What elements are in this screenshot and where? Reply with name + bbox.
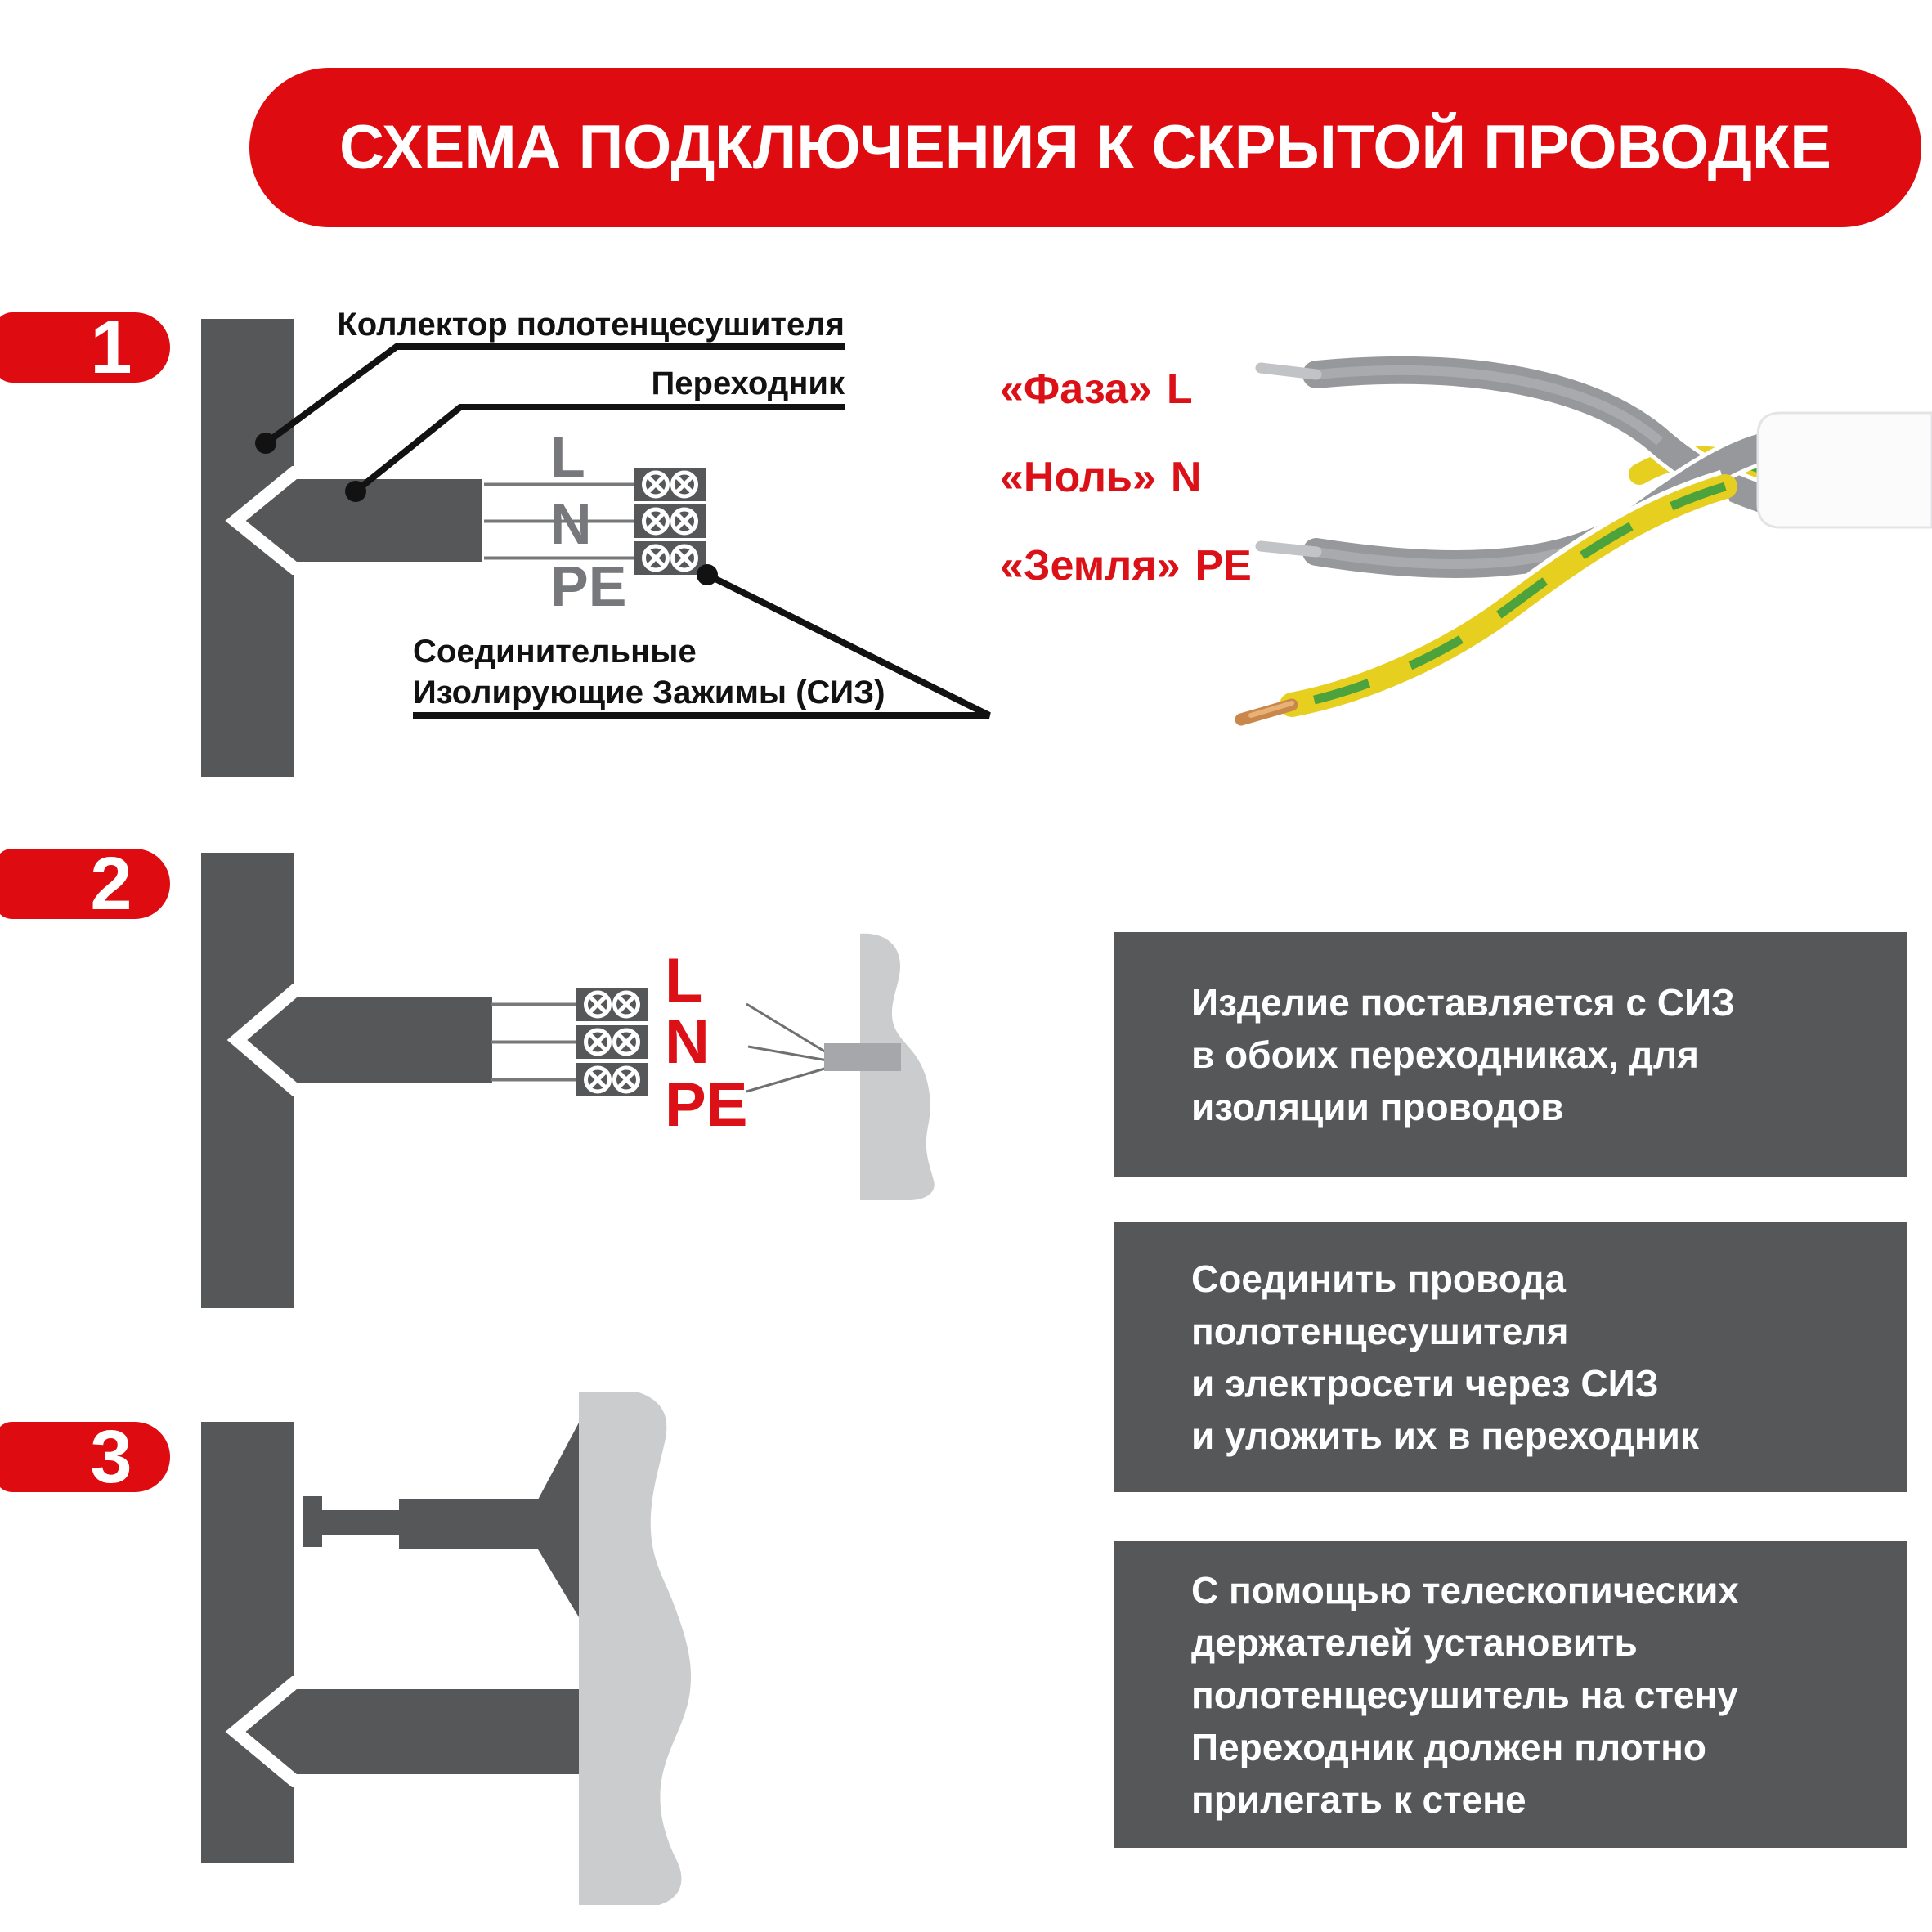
- note-line: Изделие поставляется с СИЗ: [1191, 981, 1735, 1024]
- callout-collector-dot: [255, 433, 276, 454]
- earth-code: PE: [1195, 542, 1252, 589]
- step2-number: 2: [90, 842, 132, 926]
- holder-body: [399, 1499, 538, 1549]
- siz-clamp-l-icon: [634, 468, 706, 501]
- neutral-bare-tip: [1255, 540, 1322, 558]
- step1-diagram: L N PE Коллектор полотенцесушителя Перех…: [201, 307, 991, 777]
- note-box-3: С помощью телескопических держателей уст…: [1114, 1541, 1907, 1848]
- siz-clamp-n-icon: [634, 504, 706, 538]
- cable-photo: [1235, 352, 1932, 726]
- step2-diagram: L N PE: [201, 853, 935, 1308]
- callout-adapter-line: [353, 404, 845, 495]
- callout-siz-line2: Изолирующие Зажимы (СИЗ): [413, 675, 885, 710]
- note-box-1: Изделие поставляется с СИЗ в обоих перех…: [1114, 932, 1907, 1177]
- note-line: и электросети через СИЗ: [1191, 1362, 1659, 1405]
- callout-adapter-label: Переходник: [652, 365, 845, 401]
- note-line: Соединить провода: [1191, 1257, 1566, 1300]
- step3-badge: 3: [0, 1415, 170, 1499]
- earth-wire: [1235, 469, 1737, 726]
- neutral-name: «Ноль»: [1000, 454, 1156, 501]
- wall-wires: [746, 1002, 828, 1093]
- step1-terminal-n: N: [550, 492, 592, 556]
- callout-adapter-dot: [345, 481, 366, 502]
- legend-earth: «Земля» PE: [1000, 542, 1252, 589]
- note-box-2: Соединить провода полотенцесушителя и эл…: [1114, 1222, 1907, 1492]
- adapter-arrow: [225, 1676, 595, 1787]
- note-line: Переходник должен плотно: [1191, 1725, 1707, 1768]
- step2-terminal-pe: PE: [665, 1070, 747, 1140]
- siz-clamp-n-icon: [576, 1025, 648, 1059]
- wall-adapter-insert: [824, 1043, 901, 1071]
- step2-badge: 2: [0, 842, 170, 926]
- earth-name: «Земля»: [1000, 542, 1181, 589]
- phase-code: L: [1166, 365, 1193, 413]
- wall-section: [579, 1392, 692, 1905]
- note-line: изоляции проводов: [1191, 1086, 1564, 1128]
- note-line: в обоих переходниках, для: [1191, 1033, 1699, 1076]
- phase-name: «Фаза»: [1000, 365, 1152, 413]
- legend-phase: «Фаза» L: [1000, 365, 1193, 413]
- phase-bare-tip: [1255, 362, 1322, 380]
- step1-terminal-pe: PE: [550, 554, 626, 618]
- note-line: полотенцесушителя: [1191, 1310, 1569, 1352]
- siz-clamp-l-icon: [576, 988, 648, 1021]
- callout-siz-line1: Соединительные: [413, 634, 697, 670]
- callout-siz-line: [413, 572, 991, 719]
- siz-clamp-pe-icon: [634, 541, 706, 575]
- telescopic-holder: [303, 1423, 579, 1617]
- neutral-code: N: [1170, 454, 1202, 501]
- siz-clamp-pe-icon: [576, 1063, 648, 1096]
- terminal-wires: [484, 482, 634, 560]
- holder-rod: [322, 1510, 401, 1535]
- holder-base: [303, 1496, 322, 1547]
- step1-number: 1: [90, 306, 132, 389]
- cable-sheath: [1756, 411, 1932, 529]
- callout-collector-label: Коллектор полотенцесушителя: [337, 307, 845, 343]
- note-line: и уложить их в переходник: [1191, 1414, 1699, 1457]
- holder-cone: [538, 1423, 579, 1617]
- title-banner: СХЕМА ПОДКЛЮЧЕНИЯ К СКРЫТОЙ ПРОВОДКЕ: [249, 68, 1921, 227]
- note-line: держателей установить: [1191, 1620, 1638, 1664]
- callout-siz-dot: [697, 564, 718, 585]
- adapter-arrow: [226, 984, 505, 1096]
- legend-neutral: «Ноль» N: [1000, 454, 1202, 501]
- page-title: СХЕМА ПОДКЛЮЧЕНИЯ К СКРЫТОЙ ПРОВОДКЕ: [338, 113, 1831, 182]
- adapter-arrow: [225, 466, 495, 575]
- step2-terminal-n: N: [665, 1007, 710, 1077]
- step3-diagram: [201, 1392, 692, 1905]
- step3-number: 3: [90, 1415, 132, 1499]
- note-line: С помощью телескопических: [1191, 1568, 1739, 1611]
- collector-bar: [201, 1422, 294, 1863]
- terminal-wires: [491, 1002, 576, 1082]
- step2-terminal-l: L: [665, 946, 702, 1015]
- note-line: прилегать к стене: [1191, 1777, 1526, 1821]
- callout-collector-line: [263, 343, 845, 446]
- note-line: полотенцесушитель на стену: [1191, 1673, 1738, 1716]
- step1-badge: 1: [0, 306, 170, 389]
- step1-terminal-l: L: [550, 425, 585, 489]
